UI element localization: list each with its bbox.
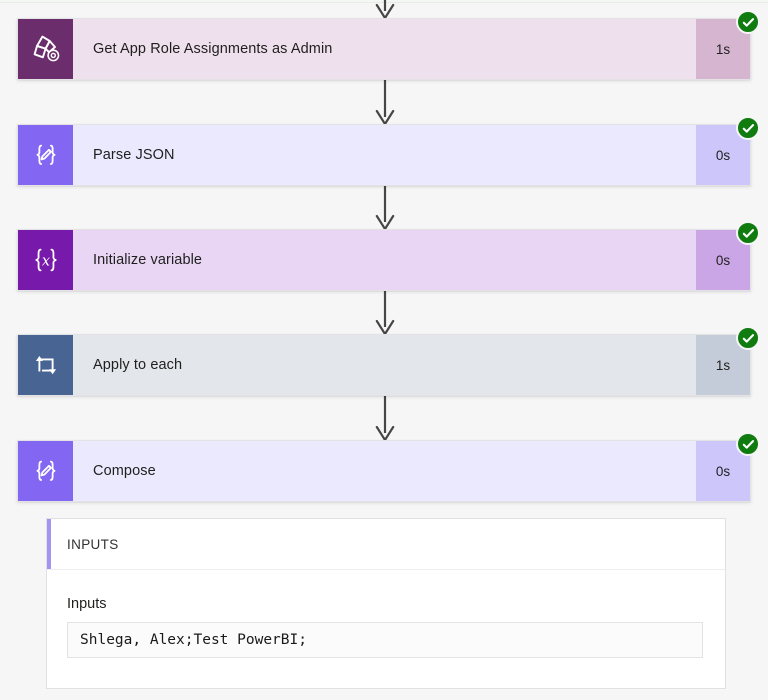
- connector-arrow-1: [371, 80, 399, 124]
- connector-arrow-into-first-action: [371, 0, 399, 18]
- details-accent-bar: [47, 519, 51, 569]
- connector-arrow-3: [371, 291, 399, 334]
- connector-arrow-2: [371, 186, 399, 229]
- details-header-label: INPUTS: [67, 536, 119, 552]
- inputs-field-label: Inputs: [67, 596, 107, 612]
- braces-x-icon: x: [18, 230, 73, 290]
- action-title: Parse JSON: [93, 147, 175, 163]
- details-body: Inputs Shlega, Alex;Test PowerBI;: [47, 570, 725, 688]
- action-title: Compose: [93, 463, 156, 479]
- status-badge-succeeded: [736, 221, 760, 245]
- svg-text:x: x: [41, 253, 49, 269]
- braces-pencil-icon: [18, 125, 73, 185]
- action-title: Initialize variable: [93, 252, 203, 268]
- details-header: INPUTS: [47, 519, 725, 570]
- status-badge-succeeded: [736, 326, 760, 350]
- action-details-panel: INPUTS Inputs Shlega, Alex;Test PowerBI;: [46, 518, 726, 689]
- braces-pencil-icon: [18, 441, 73, 501]
- inputs-field-value[interactable]: Shlega, Alex;Test PowerBI;: [67, 622, 703, 658]
- status-badge-succeeded: [736, 116, 760, 140]
- azure-ad-icon: [18, 19, 73, 79]
- status-badge-succeeded: [736, 432, 760, 456]
- action-title: Apply to each: [93, 357, 183, 373]
- status-badge-succeeded: [736, 10, 760, 34]
- connector-arrow-4: [371, 396, 399, 440]
- loop-repeat-icon: [18, 335, 73, 395]
- action-title: Get App Role Assignments as Admin: [93, 41, 333, 57]
